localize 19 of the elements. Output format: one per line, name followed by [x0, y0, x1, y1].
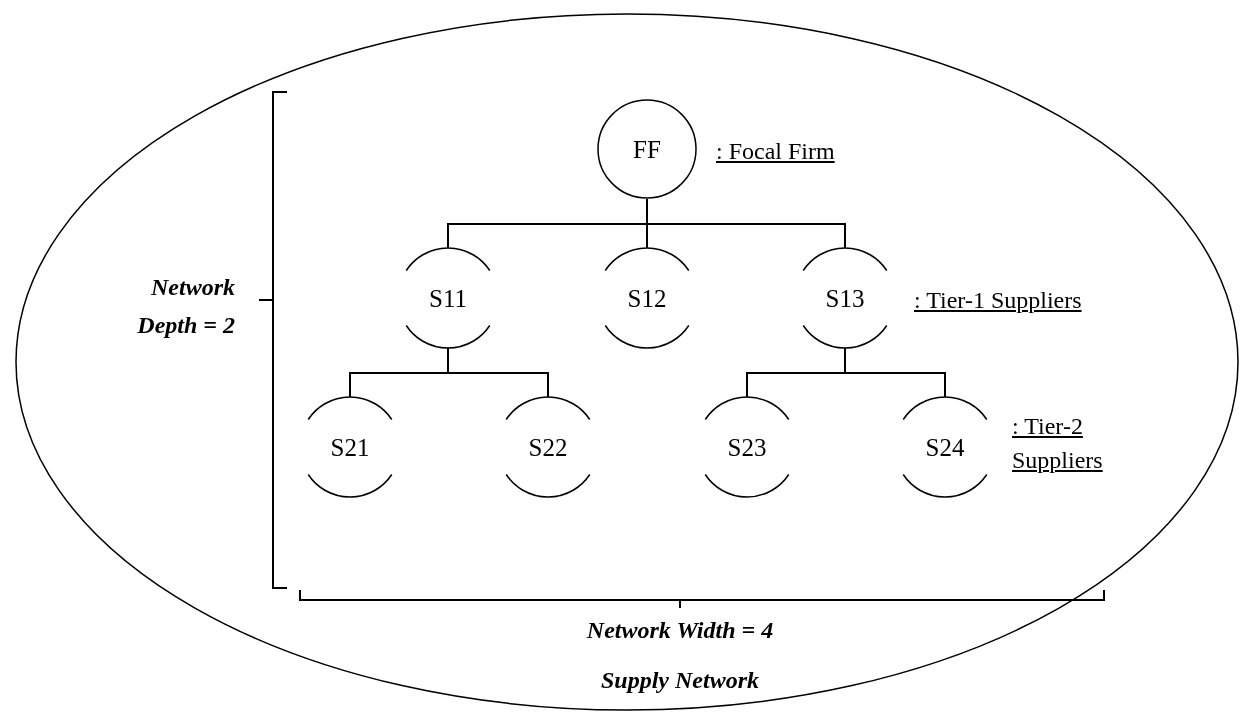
- supply-network-ellipse: [14, 12, 1240, 712]
- bracket-label: Network Width = 4: [585, 616, 775, 645]
- tier-label: : Tier-2 Suppliers: [1012, 412, 1104, 475]
- node-label: S13: [825, 285, 865, 311]
- node-label: S24: [925, 434, 965, 460]
- tree-connector: [447, 347, 549, 398]
- node-label: S11: [429, 285, 467, 311]
- node-label: FF: [633, 136, 661, 162]
- tier-label: : Focal Firm: [716, 137, 835, 166]
- focal-firm-circle: [597, 99, 697, 199]
- tree-connector: [844, 347, 946, 398]
- node-label: S22: [528, 434, 568, 460]
- network-title: Supply Network: [600, 666, 760, 695]
- node-label: S23: [727, 434, 767, 460]
- node-label: S21: [330, 434, 370, 460]
- tree-connector: [646, 198, 846, 249]
- bracket-label: Network Depth = 2: [136, 273, 235, 341]
- tier-label: : Tier-1 Suppliers: [914, 286, 1082, 315]
- node-label: S12: [627, 285, 667, 311]
